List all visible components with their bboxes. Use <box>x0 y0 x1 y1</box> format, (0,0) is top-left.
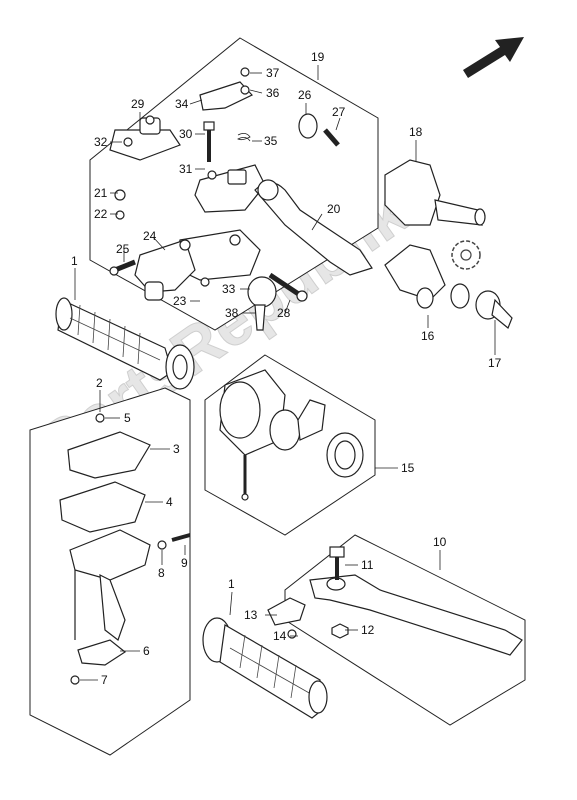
callout-32: 32 <box>94 135 108 149</box>
callout-1-upper: 1 <box>71 254 78 268</box>
callout-28: 28 <box>277 306 291 320</box>
callout-1-lower: 1 <box>228 577 235 591</box>
callout-7: 7 <box>101 673 108 687</box>
callout-16: 16 <box>421 329 435 343</box>
leader-lines <box>74 65 496 681</box>
callout-38: 38 <box>225 306 239 320</box>
bolt-27 <box>323 128 340 147</box>
callout-12: 12 <box>361 623 375 637</box>
callout-13: 13 <box>244 608 258 622</box>
gasket-4 <box>59 481 146 533</box>
switch-assembly-15 <box>219 369 364 501</box>
callout-9: 9 <box>181 556 188 570</box>
screw-14 <box>287 629 297 639</box>
throttle-part-17 <box>475 290 513 329</box>
callout-22: 22 <box>94 207 108 221</box>
housing-body <box>69 529 151 641</box>
callout-19: 19 <box>311 50 325 64</box>
cover-3 <box>67 431 151 479</box>
callout-36: 36 <box>266 86 280 100</box>
callout-34: 34 <box>175 97 189 111</box>
adjuster-26 <box>298 113 318 139</box>
small-parts-upper <box>114 67 250 287</box>
callout-31: 31 <box>179 162 193 176</box>
bolt-30 <box>203 121 215 162</box>
handlebar-grip-lower <box>202 617 328 719</box>
direction-arrow-icon <box>463 37 524 78</box>
switch-38 <box>247 276 277 331</box>
callout-30: 30 <box>179 127 193 141</box>
callout-23: 23 <box>173 294 187 308</box>
brake-master-cylinder <box>134 229 261 301</box>
callout-2: 2 <box>96 376 103 390</box>
callout-3: 3 <box>173 442 180 456</box>
small-parts-left <box>70 413 191 685</box>
callout-8: 8 <box>158 566 165 580</box>
lever-holder-16 <box>384 244 470 309</box>
spring-35 <box>237 133 251 142</box>
callout-6: 6 <box>143 644 150 658</box>
bracket-34 <box>199 81 253 111</box>
bracket-13 <box>267 597 306 626</box>
bolt-25 <box>109 259 136 276</box>
bolt-11 <box>329 546 345 580</box>
callout-27: 27 <box>332 105 346 119</box>
bolt-28 <box>268 272 308 302</box>
switch-housing-18 <box>384 159 486 226</box>
nut-12 <box>331 623 349 639</box>
callout-20: 20 <box>327 202 341 216</box>
callout-26: 26 <box>298 88 312 102</box>
callout-4: 4 <box>166 495 173 509</box>
handlebar-grip-upper <box>55 297 195 390</box>
callout-11: 11 <box>361 558 374 572</box>
clutch-lever-10 <box>309 574 523 656</box>
callout-10: 10 <box>433 535 447 549</box>
gear-icon <box>451 240 481 270</box>
callout-37: 37 <box>266 66 280 80</box>
callout-25: 25 <box>116 242 130 256</box>
callout-33: 33 <box>222 282 236 296</box>
callout-21: 21 <box>94 186 108 200</box>
callout-35: 35 <box>264 134 278 148</box>
callout-17: 17 <box>488 356 502 370</box>
cover-6 <box>77 639 127 666</box>
callout-labels: 1 1 2 3 4 5 6 7 8 9 10 11 12 13 14 15 16… <box>71 50 502 687</box>
callout-29: 29 <box>131 97 145 111</box>
callout-14: 14 <box>273 629 287 643</box>
callout-15: 15 <box>401 461 415 475</box>
callout-5: 5 <box>124 411 131 425</box>
callout-24: 24 <box>143 229 157 243</box>
callout-18: 18 <box>409 125 423 139</box>
brake-lever-20 <box>254 179 373 276</box>
